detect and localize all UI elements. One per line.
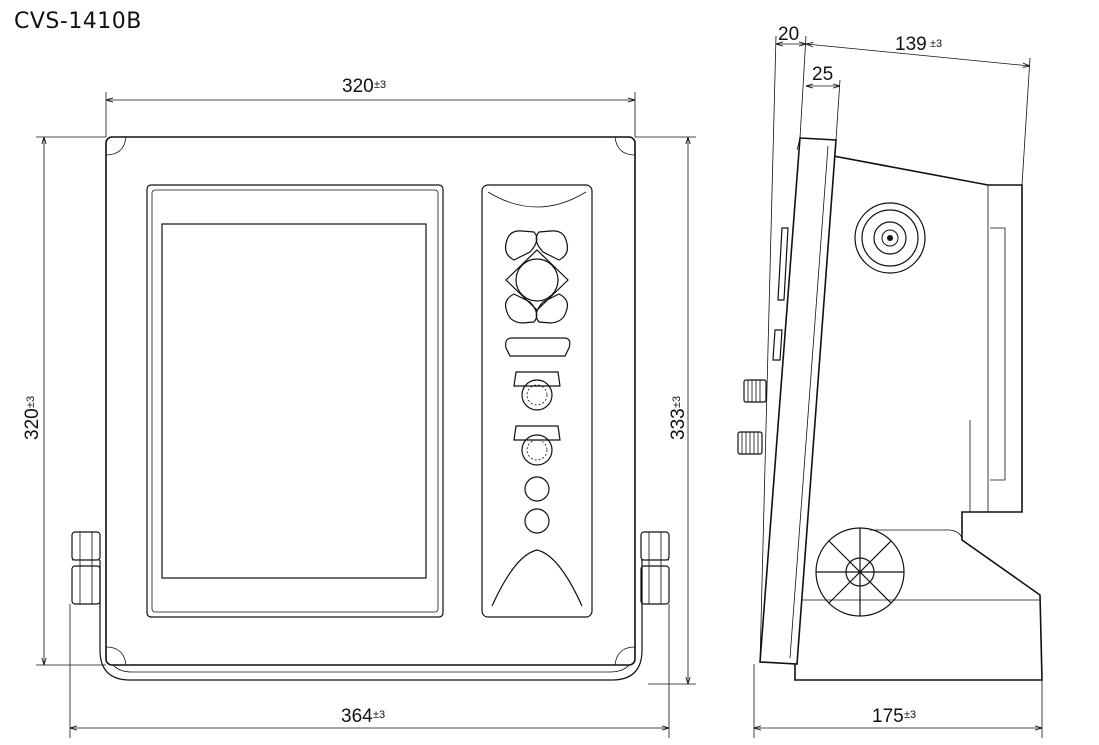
dim-bracket-height: 333 xyxy=(668,408,689,440)
dim-front-width: 320 xyxy=(342,76,374,97)
dim-front-depth: 25 xyxy=(812,64,833,85)
dim-bracket-width-tol: ±3 xyxy=(373,709,385,721)
dim-bracket-height-tol: ±3 xyxy=(671,396,683,408)
dim-bezel-offset: 20 xyxy=(778,24,799,45)
dim-side-depth-tol: ±3 xyxy=(930,38,942,50)
dim-front-height-tol: ±3 xyxy=(25,396,37,408)
left-bracket-knob[interactable] xyxy=(71,531,101,605)
right-bracket-knob[interactable] xyxy=(640,531,670,605)
side-knob-2[interactable] xyxy=(737,431,763,455)
key-panel xyxy=(481,184,593,618)
lcd-screen xyxy=(161,223,427,579)
up-right-key[interactable] xyxy=(535,230,569,261)
dim-side-depth: 139 xyxy=(895,34,927,55)
dim-base-depth-tol: ±3 xyxy=(904,709,916,721)
side-bracket-knob[interactable] xyxy=(815,527,905,617)
dim-bracket-width: 364 xyxy=(341,706,373,727)
side-view: 20 25 139 ±3 175 ±3 xyxy=(737,24,1043,738)
side-knob-1[interactable] xyxy=(743,379,767,403)
rotary-knob-1[interactable] xyxy=(521,379,553,411)
front-view: 320 ±3 320 ±3 333 ±3 364 ±3 xyxy=(22,76,696,738)
connector-port[interactable] xyxy=(854,202,926,274)
model-title: CVS-1410B xyxy=(14,9,142,34)
dim-front-width-tol: ±3 xyxy=(374,79,386,91)
dim-base-depth: 175 xyxy=(872,706,904,727)
down-right-key[interactable] xyxy=(535,293,569,324)
center-button[interactable] xyxy=(515,258,559,302)
round-key-2[interactable] xyxy=(524,508,550,534)
side-front-panel xyxy=(759,137,837,665)
rotary-knob-2[interactable] xyxy=(521,434,553,466)
wide-key[interactable] xyxy=(505,337,571,357)
screen-bezel xyxy=(146,184,444,618)
mounting-bracket xyxy=(99,560,643,681)
front-housing xyxy=(105,136,636,666)
cursor-pad[interactable] xyxy=(505,249,569,311)
dim-front-height: 320 xyxy=(22,408,43,440)
round-key-1[interactable] xyxy=(524,476,550,502)
